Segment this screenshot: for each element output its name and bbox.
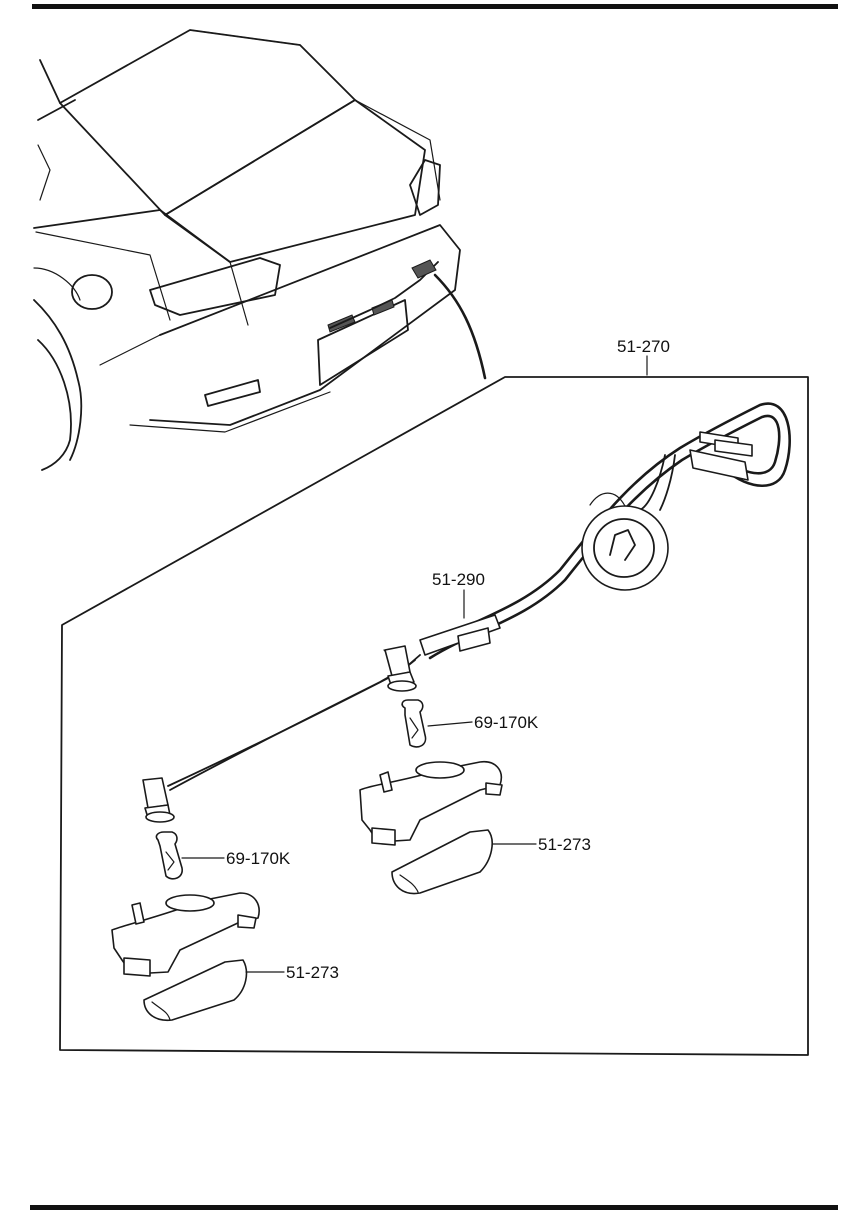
bulb-right (401, 699, 427, 748)
socket-right (384, 645, 417, 692)
bottom-border-rule (30, 1205, 838, 1210)
callout-51-273-right: 51-273 (538, 835, 591, 854)
callout-51-290: 51-290 (432, 570, 485, 589)
leader-bulb-right (427, 721, 473, 727)
bulb-left (155, 831, 183, 880)
lamp-housing-left (111, 892, 260, 977)
callout-69-170k-right: 69-170K (474, 713, 539, 732)
wire-harness (167, 402, 791, 791)
socket-left (142, 777, 175, 823)
top-border-rule (32, 4, 838, 9)
callout-51-270: 51-270 (617, 337, 670, 356)
detail-frame (59, 376, 809, 1056)
lamp-housing-right (359, 760, 503, 846)
vehicle-rear-illustration (33, 29, 487, 471)
lens-left (143, 959, 248, 1022)
lens-right (391, 829, 493, 895)
callout-69-170k-left: 69-170K (226, 849, 291, 868)
callout-51-273-left: 51-273 (286, 963, 339, 982)
